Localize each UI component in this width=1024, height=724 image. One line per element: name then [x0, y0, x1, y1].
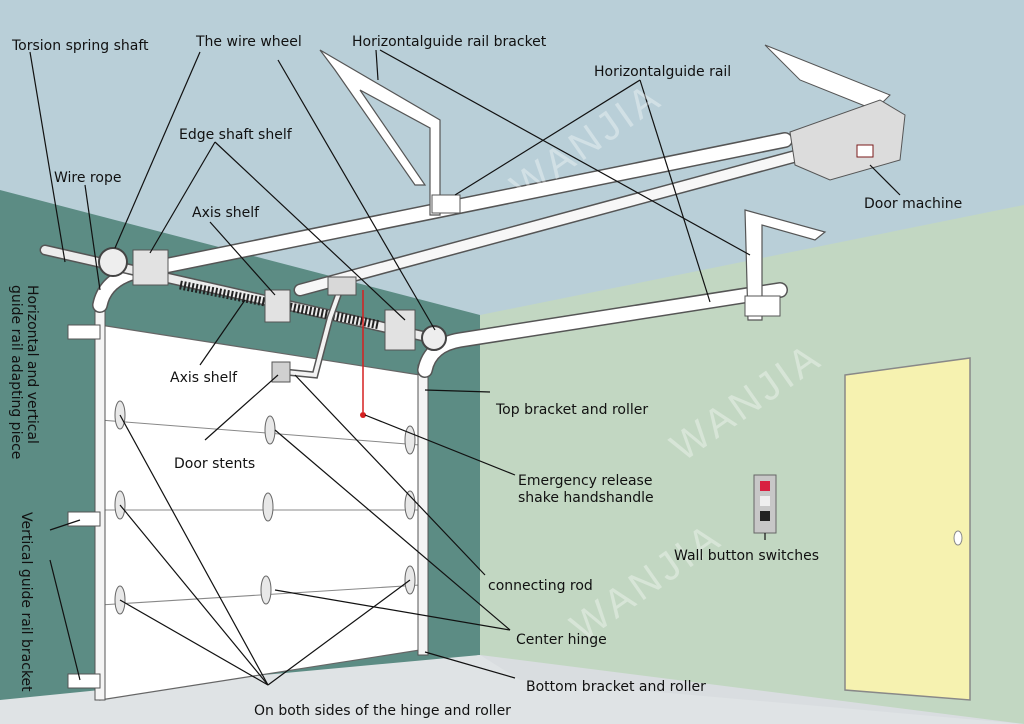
label-door-machine: Door machine	[864, 196, 963, 212]
label-axis-shelf-top: Axis shelf	[192, 205, 260, 221]
label-vertical-guide-rail-bracket: Vertical guide rail bracket	[18, 512, 34, 692]
edge-shaft-shelf-left	[132, 249, 169, 286]
rail-bracket-plate	[744, 295, 781, 317]
label-wire-rope: Wire rope	[54, 170, 122, 186]
leader-door-machine	[869, 164, 901, 196]
edge-shaft-shelf-right	[384, 309, 416, 351]
vertical-rail-bracket	[67, 673, 101, 689]
door-machine-light	[856, 144, 874, 158]
side-door	[844, 357, 971, 701]
hinge	[260, 575, 272, 605]
label-horizontal-guide-rail-bracket: Horizontalguide rail bracket	[352, 34, 547, 50]
leader-wire-rope	[84, 184, 101, 291]
door-panel-seam	[99, 584, 421, 606]
leader-horizontal-rail	[454, 79, 641, 196]
label-axis-shelf-bottom: Axis shelf	[170, 370, 238, 386]
label-bottom-bracket-roller: Bottom bracket and roller	[526, 679, 706, 695]
leader-emergency-release	[364, 414, 516, 476]
label-hinge-and-roller: On both sides of the hinge and roller	[254, 703, 511, 719]
wall-switch-red	[760, 481, 770, 491]
leader-hinge-roller	[267, 579, 411, 686]
vertical-rail-brackets	[67, 324, 101, 689]
label-torsion-spring-shaft: Torsion spring shaft	[12, 38, 149, 54]
wire-wheel-left	[98, 247, 128, 277]
label-edge-shaft-shelf: Edge shaft shelf	[179, 127, 292, 143]
leader-hinge-roller	[119, 504, 269, 686]
label-wire-wheel: The wire wheel	[196, 34, 302, 50]
leader-top-bracket	[424, 389, 491, 393]
leader-center-hinge	[274, 429, 511, 631]
label-emergency-release-handle: shake handshandle	[518, 490, 654, 506]
leader-edge-shaft-shelf	[214, 141, 406, 321]
side-door-knob	[953, 530, 963, 546]
label-door-stents: Door stents	[174, 456, 256, 472]
leader-vertical-bracket	[49, 559, 81, 681]
leader-connecting-rod	[294, 374, 486, 576]
leader-wire-wheel	[277, 59, 436, 331]
leader-axis-shelf	[199, 299, 246, 366]
vertical-rail-bracket	[67, 511, 101, 527]
leader-center-hinge	[274, 589, 511, 631]
leader-vertical-bracket	[49, 519, 81, 531]
hinge	[262, 492, 274, 522]
leader-bottom-bracket	[424, 651, 516, 679]
leader-rail-bracket	[379, 49, 751, 256]
wall-switch-black	[760, 511, 770, 521]
rail-bracket-plate	[431, 194, 461, 214]
label-emergency-release: Emergency release	[518, 473, 653, 489]
label-center-hinge: Center hinge	[516, 632, 607, 648]
label-horizontal-guide-rail: Horizontalguide rail	[594, 64, 732, 80]
wall-switch-white	[760, 496, 770, 506]
wire-wheel-right	[421, 325, 447, 351]
leader-lines	[29, 49, 901, 686]
label-connecting-rod: connecting rod	[488, 578, 593, 594]
vertical-rail-bracket	[67, 324, 101, 340]
door-stent	[271, 361, 291, 383]
floor-front	[0, 655, 1024, 724]
leader-door-stents	[204, 374, 279, 441]
trolley	[327, 276, 357, 296]
horizontal-rail-bracket-left	[319, 49, 441, 216]
door-panel-seam	[99, 419, 421, 446]
door-machine	[789, 99, 906, 181]
emergency-release-handle	[360, 412, 366, 418]
leader-horizontal-rail	[639, 79, 711, 303]
label-adapting-piece-line1: Horizontal and vertical	[24, 285, 40, 444]
leader-edge-shaft-shelf	[149, 141, 216, 254]
hinge	[264, 415, 276, 445]
axis-shelf-center	[264, 289, 291, 323]
leader-wire-wheel	[114, 51, 201, 249]
leader-hinge-roller	[119, 599, 269, 686]
label-wall-button-switches: Wall button switches	[674, 548, 819, 564]
opener-rail	[295, 150, 805, 295]
leader-axis-shelf	[209, 221, 276, 296]
leader-torsion-spring-shaft	[29, 51, 66, 263]
vertical-guide-rail-left	[94, 299, 106, 701]
leader-hinge-roller	[119, 414, 269, 686]
leader-rail-bracket	[375, 49, 379, 81]
connecting-rod	[284, 289, 342, 378]
label-top-bracket-roller: Top bracket and roller	[496, 402, 649, 418]
label-adapting-piece-line2: guide rail adapting piece	[8, 285, 24, 460]
hinge	[404, 425, 416, 455]
